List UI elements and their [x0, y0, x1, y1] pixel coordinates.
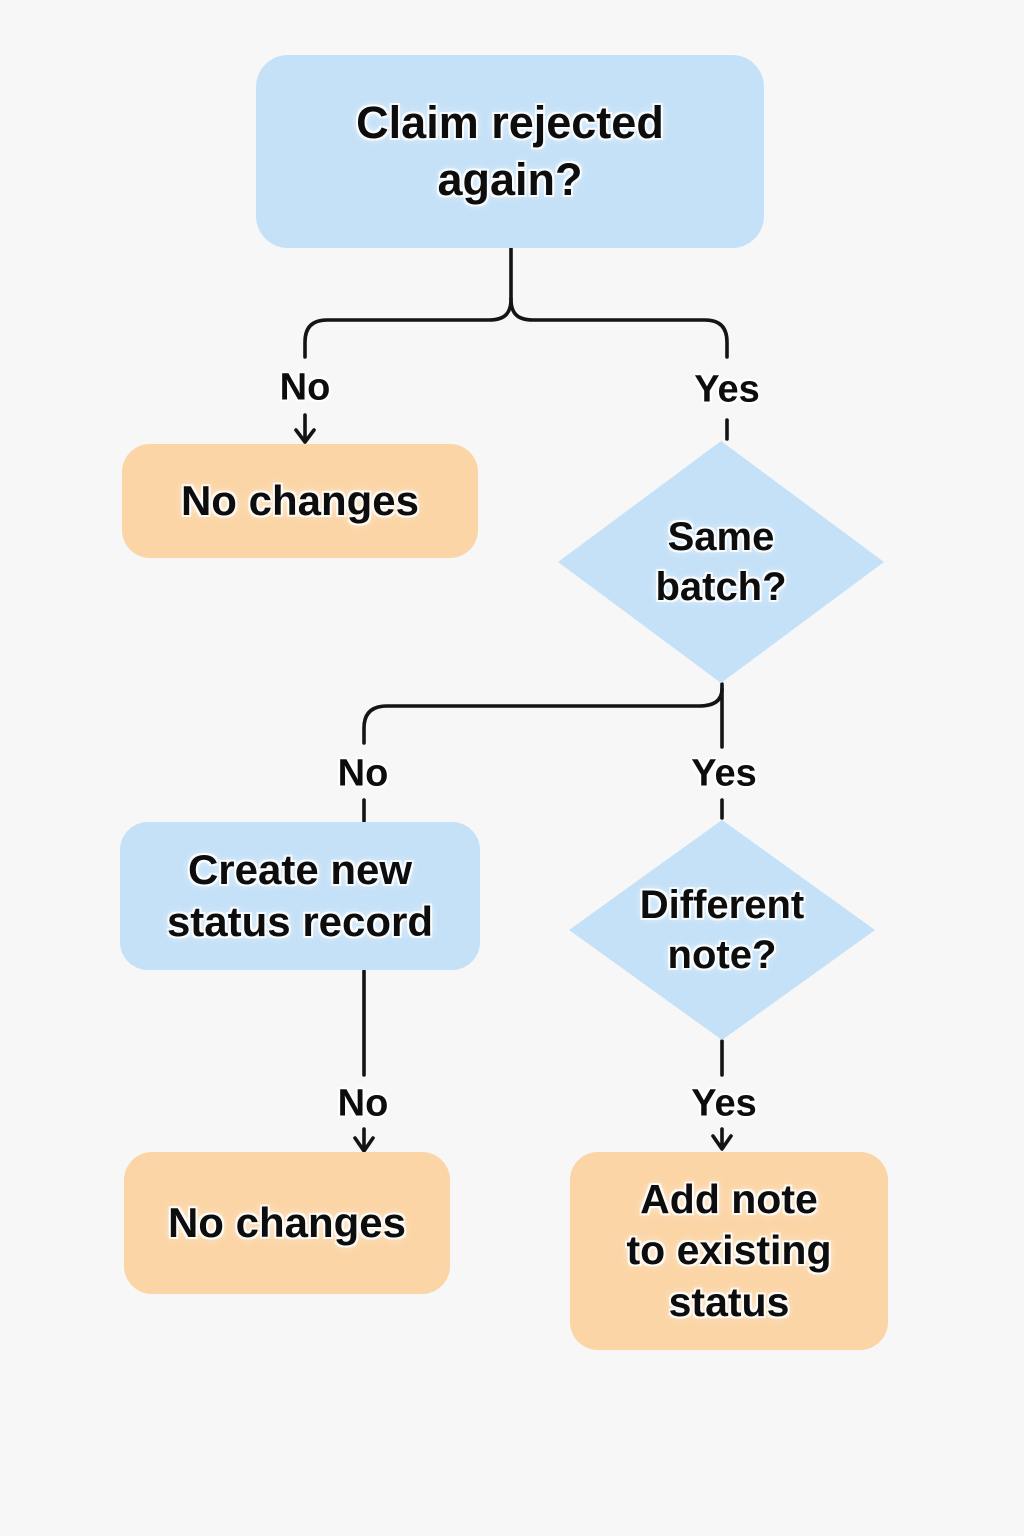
edge-label-yes-3: Yes: [691, 1082, 757, 1125]
node-same-batch: Same batch?: [558, 441, 884, 683]
node-claim-rejected-again: Claim rejected again?: [256, 55, 764, 248]
edge-label-yes-1: Yes: [694, 368, 760, 411]
node-label: No changes: [180, 476, 420, 524]
node-label: Different note?: [639, 883, 805, 977]
edge-batch-no-line: [362, 687, 724, 745]
node-no-changes-2: No changes: [124, 1152, 450, 1294]
node-different-note: Different note?: [569, 820, 875, 1040]
edge-no3-arrow: [353, 1127, 375, 1153]
edge-label-no-1: No: [279, 366, 331, 409]
edge-no1-arrow: [294, 413, 316, 444]
node-label: No changes: [167, 1198, 407, 1246]
edge-start-yes: [509, 297, 729, 359]
edge-yes3-arrow: [711, 1127, 733, 1151]
node-label: Same batch?: [655, 515, 787, 609]
edge-label-yes-2: Yes: [691, 752, 757, 795]
node-create-new-status-record: Create new status record: [120, 822, 480, 970]
edge-start-no: [303, 297, 513, 359]
node-no-changes-1: No changes: [122, 444, 478, 558]
edge-label-no-2: No: [337, 752, 389, 795]
node-add-note-to-existing-status: Add note to existing status: [570, 1152, 888, 1350]
node-label: Create new status record: [166, 845, 434, 946]
edge-label-no-3: No: [337, 1082, 389, 1125]
node-label: Claim rejected again?: [356, 97, 664, 205]
node-label: Add note to existing status: [626, 1176, 832, 1325]
